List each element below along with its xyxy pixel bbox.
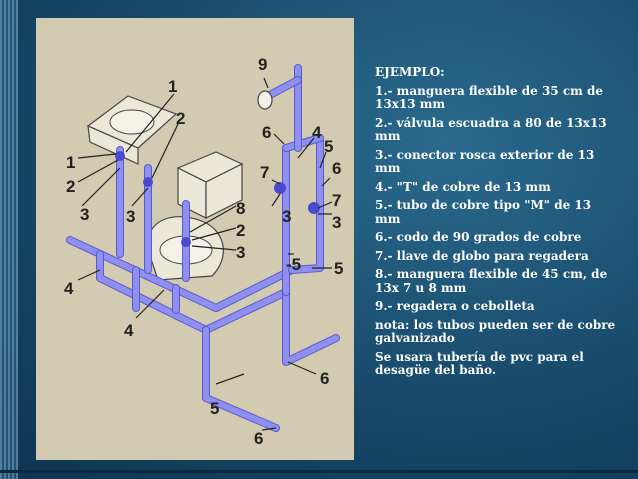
leader-lines [77, 77, 333, 431]
label-5a: 5 [324, 137, 333, 156]
label-5b: -5 [286, 255, 301, 274]
label-3c: 3 [236, 243, 245, 262]
parts-item-4: 4.- "T" de cobre de 13 mm [375, 179, 551, 194]
label-6d: 6 [254, 429, 263, 448]
parts-item-3: 3.- conector rosca exterior de 13 mm [375, 147, 595, 175]
label-6b: 6 [332, 159, 341, 178]
label-3a: 3 [80, 205, 89, 224]
plumbing-diagram: .pipe { stroke: #8f8ff0; stroke-width: 6… [36, 18, 354, 460]
label-3e: 3 [332, 213, 341, 232]
note-text: nota: los tubos pueden ser de cobre galv… [375, 317, 616, 345]
pvc-note-text: Se usara tubería de pvc para el desagüe … [375, 349, 584, 377]
label-1b: 1 [66, 153, 75, 172]
plumbing-diagram-svg: .pipe { stroke: #8f8ff0; stroke-width: 6… [64, 55, 343, 448]
label-9: 9 [258, 55, 267, 74]
label-3d: 3 [282, 207, 291, 226]
label-2b: 2 [66, 177, 75, 196]
bottom-divider [0, 470, 638, 473]
parts-item-5: 5.- tubo de cobre tipo "M" de 13 mm [375, 198, 592, 226]
decorative-stripes [0, 0, 18, 479]
label-4c: 4 [312, 123, 322, 142]
label-1a: 1 [168, 77, 177, 96]
toilet-fixture [147, 151, 244, 281]
label-7b: 7 [332, 191, 341, 210]
slide-heading: EJEMPLO: [375, 65, 445, 79]
label-4a: 4 [64, 279, 74, 298]
valves [115, 151, 320, 247]
diagram-labels: 1 2 1 2 3 3 4 4 8 2 3 9 6 7 3 4 5 6 7 3 … [64, 55, 343, 448]
parts-item-8: 8.- manguera flexible de 45 cm, de 13x 7… [375, 267, 608, 295]
label-5d: 5 [210, 399, 219, 418]
label-2a: 2 [176, 109, 185, 128]
label-7a: 7 [260, 163, 269, 182]
pipe-network [66, 64, 340, 432]
parts-item-2: 2.- válvula escuadra a 80 de 13x13 mm [375, 115, 607, 143]
label-5c: 5 [334, 259, 343, 278]
parts-list-panel: EJEMPLO: 1.- manguera flexible de 35 cm … [375, 65, 620, 383]
parts-item-9: 9.- regadera o cebolleta [375, 299, 535, 313]
label-3b: 3 [126, 207, 135, 226]
shower-head [257, 90, 273, 110]
label-6a: 6 [262, 123, 271, 142]
label-4b: 4 [124, 321, 134, 340]
label-2c: 2 [236, 221, 245, 240]
parts-item-6: 6.- codo de 90 grados de cobre [375, 230, 582, 244]
parts-item-7: 7.- llave de globo para regadera [375, 248, 589, 263]
label-8: 8 [236, 199, 245, 218]
label-6c: 6 [320, 369, 329, 388]
parts-item-1: 1.- manguera flexible de 35 cm de 13x13 … [375, 83, 604, 111]
sink-fixture [86, 95, 178, 165]
